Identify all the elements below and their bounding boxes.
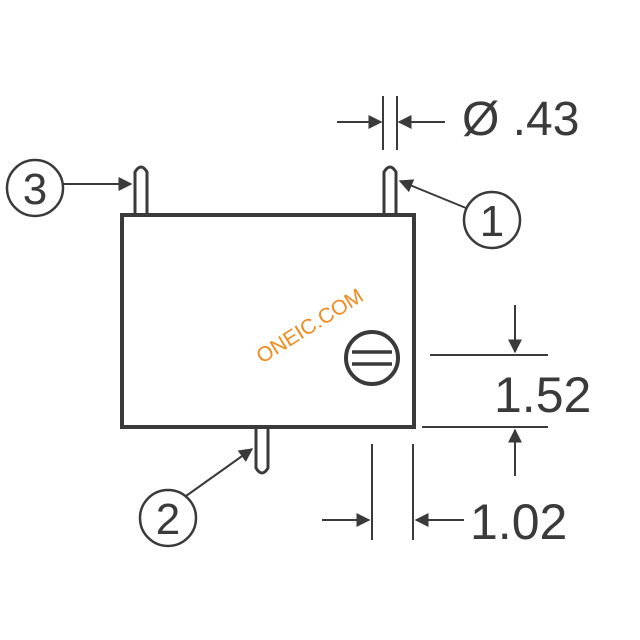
callout-3-label: 3 xyxy=(23,165,47,214)
callout-3: 3 xyxy=(5,158,133,218)
callout-1: 1 xyxy=(398,179,522,250)
pin-offset-label: 1.02 xyxy=(470,494,567,550)
offset-dimension: 1.02 xyxy=(322,444,567,550)
callout-2-label: 2 xyxy=(156,495,180,544)
callout-2: 2 xyxy=(138,448,254,548)
watermark: ONEIC.COM xyxy=(252,284,367,368)
adjuster-height-label: 1.52 xyxy=(494,367,591,423)
pin-3-lead xyxy=(133,165,149,215)
pin-2-lead xyxy=(254,427,270,475)
adjuster-screw xyxy=(344,330,400,386)
pin-1-lead xyxy=(382,165,398,215)
component-body xyxy=(120,213,416,429)
pin-diameter-label: Ø .43 xyxy=(462,93,579,146)
callout-1-label: 1 xyxy=(480,197,504,246)
diameter-dimension: Ø .43 xyxy=(337,93,579,150)
height-dimension: 1.52 xyxy=(422,305,591,476)
